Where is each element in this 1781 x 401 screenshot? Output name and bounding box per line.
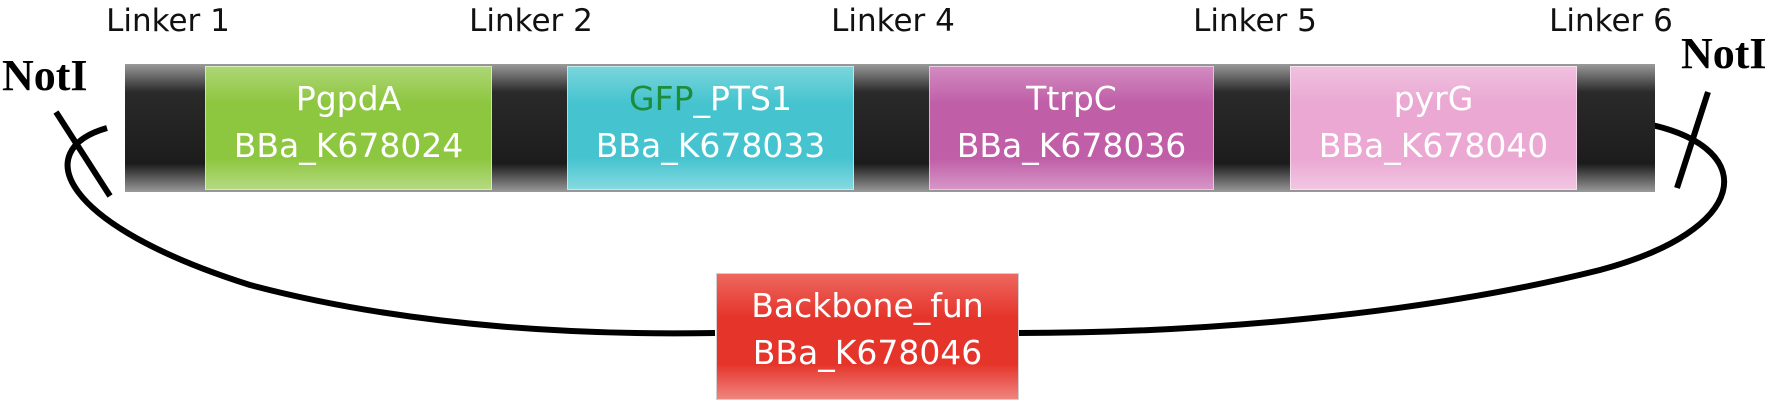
- notI-label-left: NotI: [2, 51, 88, 100]
- part-name-rest: _PTS1: [693, 79, 792, 118]
- part-name-highlight: GFP: [629, 79, 694, 118]
- part-pgpda: PgpdA BBa_K678024: [205, 66, 492, 190]
- backbone-name: Backbone_fun: [751, 286, 984, 325]
- part-id: BBa_K678024: [233, 126, 464, 165]
- part-id: BBa_K678036: [956, 126, 1187, 165]
- linker-label-1: Linker 1: [106, 3, 230, 39]
- part-id: BBa_K678033: [595, 126, 826, 165]
- part-ttrpc: TtrpC BBa_K678036: [929, 66, 1214, 190]
- plasmid-loop: [64, 122, 1728, 337]
- backbone-part: Backbone_fun BBa_K678046: [716, 273, 1019, 400]
- part-name: pyrG: [1393, 79, 1474, 118]
- notI-label-right: NotI: [1681, 29, 1767, 78]
- notI-cut-right: [1674, 91, 1711, 189]
- part-gfp-pts1: GFP_PTS1 BBa_K678033: [567, 66, 854, 190]
- backbone-id: BBa_K678046: [752, 333, 983, 372]
- part-id: BBa_K678040: [1318, 126, 1549, 165]
- part-pyrg: pyrG BBa_K678040: [1290, 66, 1577, 190]
- part-name: GFP_PTS1: [568, 75, 853, 122]
- linker-label-6: Linker 6: [1549, 3, 1673, 39]
- part-name: TtrpC: [1026, 79, 1117, 118]
- part-name: PgpdA: [295, 79, 402, 118]
- linker-label-4: Linker 4: [831, 3, 955, 39]
- linker-label-2: Linker 2: [469, 3, 593, 39]
- linker-label-5: Linker 5: [1193, 3, 1317, 39]
- notI-cut-left: [53, 110, 113, 198]
